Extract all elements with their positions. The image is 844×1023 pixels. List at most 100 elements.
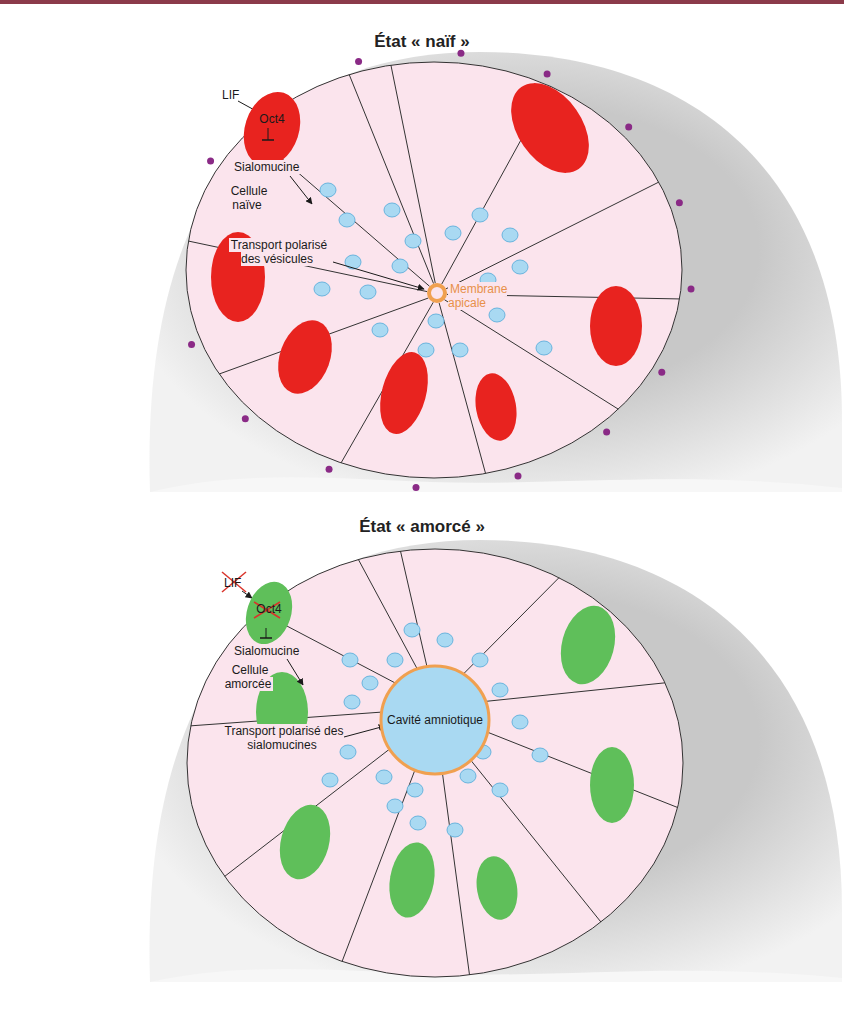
lif-dot	[514, 473, 521, 480]
lif-dot	[355, 58, 362, 65]
vesicle	[447, 823, 463, 837]
cell-label-text: Cellule amorcée	[225, 663, 274, 691]
arrow	[344, 726, 385, 737]
cell-border	[480, 683, 665, 702]
vesicle	[410, 816, 426, 830]
nucleus: Oct4	[246, 580, 292, 646]
cell-border	[400, 551, 428, 672]
node-text: Cavité amniotique	[379, 713, 491, 727]
transport-label-text: Transport polarisé des sialomucines	[223, 724, 344, 752]
vesicle	[512, 715, 528, 729]
vesicle	[512, 260, 528, 274]
nucleus	[269, 313, 342, 402]
lif-dot	[676, 199, 683, 206]
vesicle	[376, 770, 392, 784]
cell-border	[467, 756, 601, 922]
nucleus-outline	[238, 576, 300, 650]
molecule-label-text: Sialomucine	[232, 644, 301, 658]
signal-label-text: LIF	[222, 88, 239, 102]
molecule-label: Sialomucine	[232, 644, 301, 658]
vesicle	[536, 341, 552, 355]
inhibition-mark	[262, 139, 274, 141]
vesicle	[472, 208, 488, 222]
vesicle	[405, 234, 421, 248]
lif-dot	[207, 158, 214, 165]
inhibition-mark	[260, 637, 272, 639]
cell-border	[358, 559, 420, 674]
lif-dot	[242, 415, 249, 422]
apical-membrane	[429, 285, 445, 301]
vesicle	[384, 203, 400, 217]
lif-dot	[413, 484, 420, 491]
arrow	[290, 176, 312, 204]
vesicle	[344, 695, 360, 709]
nucleus-shape	[244, 90, 300, 168]
vesicle	[428, 314, 444, 328]
lif-dot	[658, 369, 665, 376]
grey-tissue	[149, 52, 842, 492]
vesicle	[492, 683, 508, 697]
grey-tissue	[149, 540, 842, 982]
nucleus	[495, 69, 605, 188]
cross-mark	[222, 572, 246, 592]
node-text: Oct4	[244, 112, 300, 126]
membrane-label: Membrane apicale	[448, 282, 512, 310]
arrow	[333, 262, 424, 289]
panel-heading: État « naïf »	[0, 32, 844, 52]
signal-label: LIF	[222, 88, 239, 102]
vesicle	[452, 343, 468, 357]
panel-heading-text: État « naïf »	[374, 32, 469, 51]
vesicle	[472, 653, 488, 667]
cell-label: Cellule amorcée	[218, 663, 280, 691]
vesicle	[489, 308, 505, 322]
amniotic-cavity: Cavité amniotique	[379, 664, 491, 776]
vesicle	[387, 653, 403, 667]
vesicle	[418, 343, 434, 357]
nucleus	[472, 853, 523, 923]
epiblast	[186, 62, 682, 478]
cell-border	[446, 182, 659, 289]
vesicle	[340, 745, 356, 759]
molecule-label: Sialomucine	[232, 160, 301, 174]
nucleus: Oct4	[244, 90, 300, 168]
lif-dot	[188, 341, 195, 348]
vesicle	[372, 323, 388, 337]
lif-dot	[625, 123, 632, 130]
signal-label: LIF	[224, 576, 241, 590]
transport-label: Transport polarisé des vésicules	[220, 238, 336, 266]
vesicle	[532, 748, 548, 762]
inhibition-mark	[266, 628, 267, 638]
lif-dot	[688, 285, 695, 292]
vesicle	[320, 183, 336, 197]
node-text: Oct4	[246, 602, 292, 616]
cell-border	[482, 730, 678, 808]
top-rule	[0, 0, 844, 4]
arrow	[242, 591, 252, 598]
panel-heading: État « amorcé »	[0, 517, 844, 537]
cell-border	[391, 65, 435, 283]
lif-dot	[544, 71, 551, 78]
signal-label-text: LIF	[224, 576, 241, 590]
vesicle	[339, 213, 355, 227]
vesicle	[360, 285, 376, 299]
vesicle	[492, 783, 508, 797]
nucleus	[372, 347, 436, 440]
vesicle	[314, 282, 330, 296]
nucleus	[470, 370, 521, 444]
inhibition-mark	[268, 128, 269, 140]
molecule-label-text: Sialomucine	[232, 160, 301, 174]
cell-border	[442, 768, 470, 975]
vesicle	[437, 633, 453, 647]
vesicle	[445, 226, 461, 240]
transport-label: Transport polarisé des sialomucines	[222, 724, 344, 752]
cells	[191, 551, 678, 975]
cross-mark	[222, 572, 246, 592]
transport-label-text: Transport polarisé des vésicules	[229, 238, 327, 266]
nucleus	[384, 839, 441, 921]
cell-label: Cellule naïve	[222, 184, 274, 212]
vesicle	[460, 769, 476, 783]
vesicle	[345, 255, 361, 269]
vesicle	[322, 773, 338, 787]
nucleus	[590, 747, 634, 823]
